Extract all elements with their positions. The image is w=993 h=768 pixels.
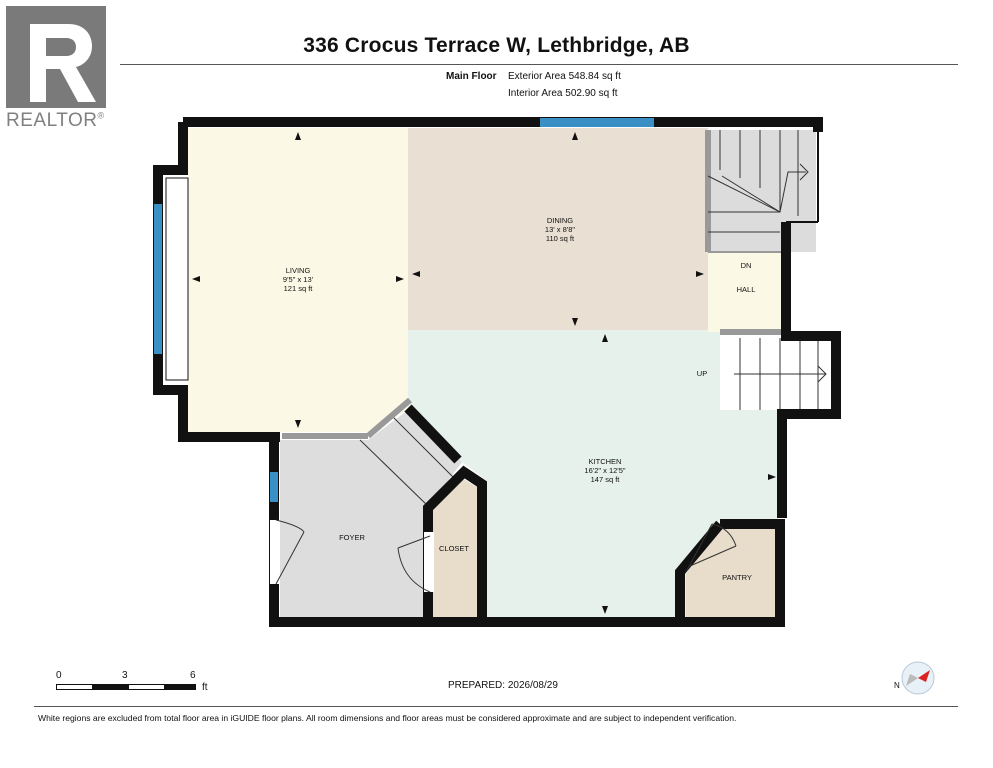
realtor-text: REALTOR bbox=[6, 110, 98, 131]
stairs-up-label: UP bbox=[697, 369, 707, 378]
compass-label: N bbox=[894, 681, 900, 690]
living-window-opening bbox=[165, 177, 189, 381]
dining-room bbox=[408, 128, 708, 330]
scale-bar: 0 3 6 ft bbox=[50, 668, 220, 696]
scale-tick-0: 0 bbox=[56, 670, 62, 681]
compass-north-icon: N bbox=[894, 661, 935, 695]
closet-door bbox=[397, 532, 434, 593]
interior-area: Interior Area 502.90 sq ft bbox=[508, 88, 618, 99]
pantry-door bbox=[685, 523, 737, 573]
realtor-r-logo-icon bbox=[6, 6, 106, 108]
living-window bbox=[154, 204, 162, 354]
dining-dims: 13' x 8'8" bbox=[545, 225, 575, 234]
foyer-angled-wall bbox=[282, 397, 457, 507]
foyer-label: FOYER bbox=[339, 533, 365, 542]
living-dims: 9'5" x 13' bbox=[283, 275, 314, 284]
scale-tick-3: 3 bbox=[122, 670, 128, 681]
compass: N bbox=[890, 660, 938, 696]
stairs-down bbox=[705, 130, 816, 253]
title-divider bbox=[120, 64, 958, 65]
living-room bbox=[188, 128, 408, 432]
kitchen-room-main bbox=[408, 330, 778, 618]
exterior-area: Exterior Area 548.84 sq ft bbox=[508, 71, 621, 82]
footer-divider bbox=[34, 706, 958, 707]
kitchen-label: KITCHEN bbox=[589, 457, 622, 466]
scale-tick-6: 6 bbox=[190, 670, 196, 681]
registered-mark: ® bbox=[97, 110, 105, 121]
living-label: LIVING bbox=[286, 266, 311, 275]
pantry-room bbox=[686, 528, 778, 618]
floor-label: Main Floor bbox=[446, 71, 497, 82]
living-area: 121 sq ft bbox=[284, 284, 314, 293]
kitchen-area: 147 sq ft bbox=[591, 475, 621, 484]
hall-room bbox=[708, 252, 782, 332]
foyer-room bbox=[280, 410, 462, 618]
kitchen-dims: 16'2" x 12'5" bbox=[584, 466, 625, 475]
realtor-wordmark: REALTOR® bbox=[6, 110, 105, 132]
prepared-date: PREPARED: 2026/08/29 bbox=[448, 680, 558, 691]
front-door bbox=[270, 519, 305, 585]
stairs-up bbox=[720, 329, 836, 410]
dining-window bbox=[540, 118, 654, 127]
realtor-logo bbox=[6, 6, 106, 108]
disclaimer: White regions are excluded from total fl… bbox=[38, 713, 737, 723]
closet-room bbox=[430, 478, 478, 618]
dimension-arrows bbox=[192, 132, 776, 614]
room-labels: LIVING 9'5" x 13' 121 sq ft DINING 13' x… bbox=[283, 216, 755, 582]
stairs-down-label: DN bbox=[741, 261, 752, 270]
pantry-label: PANTRY bbox=[722, 573, 752, 582]
dining-area: 110 sq ft bbox=[546, 234, 575, 243]
dining-label: DINING bbox=[547, 216, 573, 225]
closet-label: CLOSET bbox=[439, 544, 469, 553]
page-title: 336 Crocus Terrace W, Lethbridge, AB bbox=[303, 34, 690, 57]
scale-unit: ft bbox=[202, 682, 208, 693]
floor-plan: LIVING 9'5" x 13' 121 sq ft DINING 13' x… bbox=[153, 117, 841, 627]
foyer-window bbox=[270, 472, 278, 502]
hall-label: HALL bbox=[737, 285, 756, 294]
